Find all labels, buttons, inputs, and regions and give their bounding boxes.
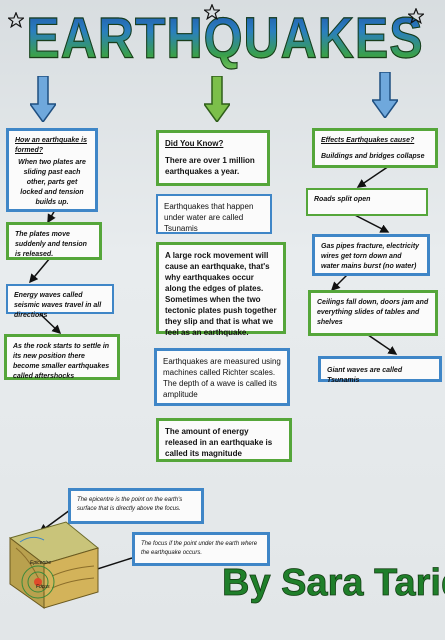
roads-box: Roads split open	[306, 188, 428, 216]
magnitude-box: The amount of energy released in an eart…	[156, 418, 292, 462]
giant-waves-text: Giant waves are called Tsunamis	[327, 367, 403, 384]
tsunamis-box: Earthquakes that happen under water are …	[156, 194, 272, 234]
plates-move-text: The plates move suddenly and tension is …	[15, 231, 87, 258]
effects-body: Buildings and bridges collapse	[321, 153, 425, 160]
richter-box: Earthquakes are measured using machines …	[154, 348, 290, 406]
magnitude-text: The amount of energy released in an eart…	[165, 427, 273, 458]
effects-heading: Effects Earthquakes cause?	[321, 137, 415, 144]
richter-text: Earthquakes are measured using machines …	[163, 357, 281, 399]
focus-box: The focus if the point under the earth w…	[132, 532, 270, 566]
earth-cross-section-diagram	[8, 521, 100, 609]
aftershocks-text: As the rock starts to settle in its new …	[13, 343, 110, 380]
did-you-know-box: Did You Know? There are over 1 million e…	[156, 130, 270, 186]
gas-pipes-box: Gas pipes fracture, electricity wires ge…	[312, 234, 430, 276]
rock-movement-text: A large rock movement will cause an eart…	[165, 251, 277, 337]
ceilings-box: Ceilings fall down, doors jam and everyt…	[308, 290, 438, 336]
aftershocks-box: As the rock starts to settle in its new …	[4, 334, 120, 380]
did-you-know-body: There are over 1 million earthquakes a y…	[165, 156, 255, 176]
epicentre-box: The epicentre is the point on the earth'…	[68, 488, 204, 524]
plates-move-box: The plates move suddenly and tension is …	[6, 222, 102, 260]
giant-waves-box: Giant waves are called Tsunamis	[318, 356, 442, 384]
ceilings-text: Ceilings fall down, doors jam and everyt…	[317, 299, 429, 326]
diagram-label-focus: Focus	[36, 584, 50, 590]
tsunamis-text: Earthquakes that happen under water are …	[164, 202, 254, 233]
down-arrow-icon	[30, 76, 56, 122]
epicentre-text: The epicentre is the point on the earth'…	[77, 497, 183, 512]
how-formed-body: When two plates are sliding past each ot…	[18, 159, 86, 206]
seismic-waves-box: Energy waves called seismic waves travel…	[6, 284, 114, 319]
how-formed-heading: How an earthquake is formed?	[15, 137, 87, 154]
star-icon	[204, 4, 220, 20]
rock-movement-box: A large rock movement will cause an eart…	[156, 242, 286, 337]
focus-text: The focus if the point under the earth w…	[141, 541, 258, 556]
star-icon	[408, 8, 424, 24]
effects-box: Effects Earthquakes cause? Buildings and…	[312, 128, 438, 168]
roads-text: Roads split open	[314, 196, 371, 203]
seismic-waves-text: Energy waves called seismic waves travel…	[14, 292, 102, 319]
author-byline: By Sara Tariq	[222, 562, 445, 605]
how-formed-box: How an earthquake is formed? When two pl…	[6, 128, 98, 212]
down-arrow-icon	[372, 72, 398, 118]
poster-title: EARTHQUAKES	[10, 4, 440, 73]
diagram-label-epicentre: Epicentre	[30, 560, 52, 566]
star-icon	[8, 12, 24, 28]
gas-pipes-text: Gas pipes fracture, electricity wires ge…	[321, 243, 420, 270]
down-arrow-icon	[204, 76, 230, 122]
did-you-know-heading: Did You Know?	[165, 139, 224, 148]
